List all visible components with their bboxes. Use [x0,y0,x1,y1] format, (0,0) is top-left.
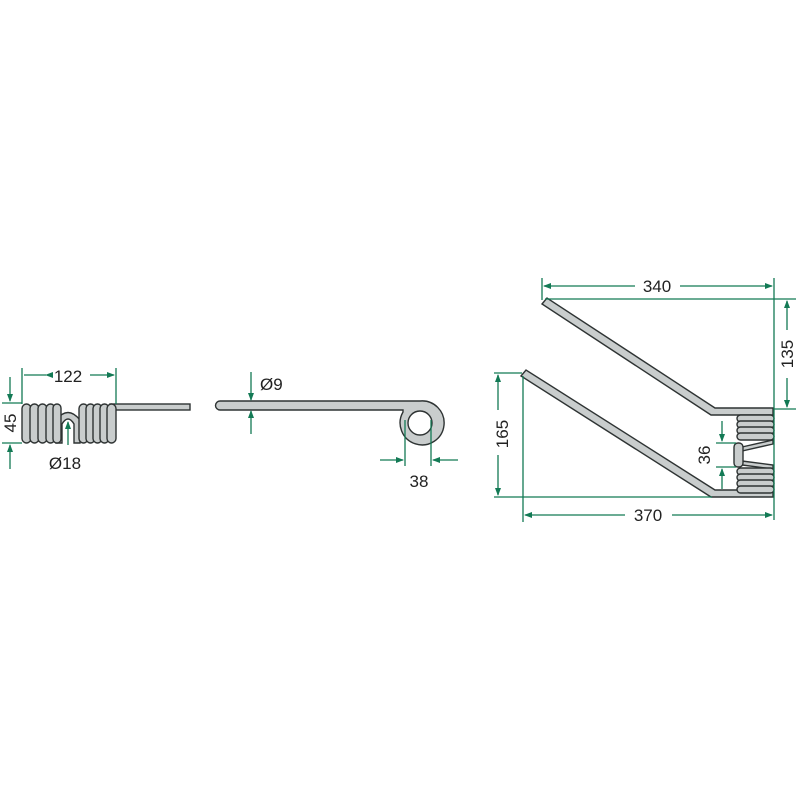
tine-view: Ø9 38 [214,372,458,491]
upper-arm [540,297,774,416]
dimension-diameter-9: Ø9 [260,375,283,394]
dimension-122: 122 [54,367,82,386]
dimension-diameter-18: Ø18 [49,454,81,473]
side-view: 122 45 Ø18 [1,367,191,473]
dimension-340: 340 [643,277,671,296]
tine-loop-hole [407,410,433,436]
coil-connector [733,442,744,468]
lower-arm [519,369,774,498]
dimension-135: 135 [778,340,797,368]
tine-wire [214,400,445,446]
left-coil [21,403,62,444]
right-coil [78,403,117,444]
dimension-165: 165 [493,420,512,448]
dimension-370: 370 [634,506,662,525]
tine-rod [109,403,191,411]
upper-coil [736,414,775,441]
top-view: 340 135 165 370 36 [493,277,797,525]
coil-bridge [55,411,81,444]
dimension-38: 38 [410,472,429,491]
dimension-36: 36 [695,446,714,465]
dimension-45: 45 [1,414,20,433]
lower-coil [736,467,775,494]
